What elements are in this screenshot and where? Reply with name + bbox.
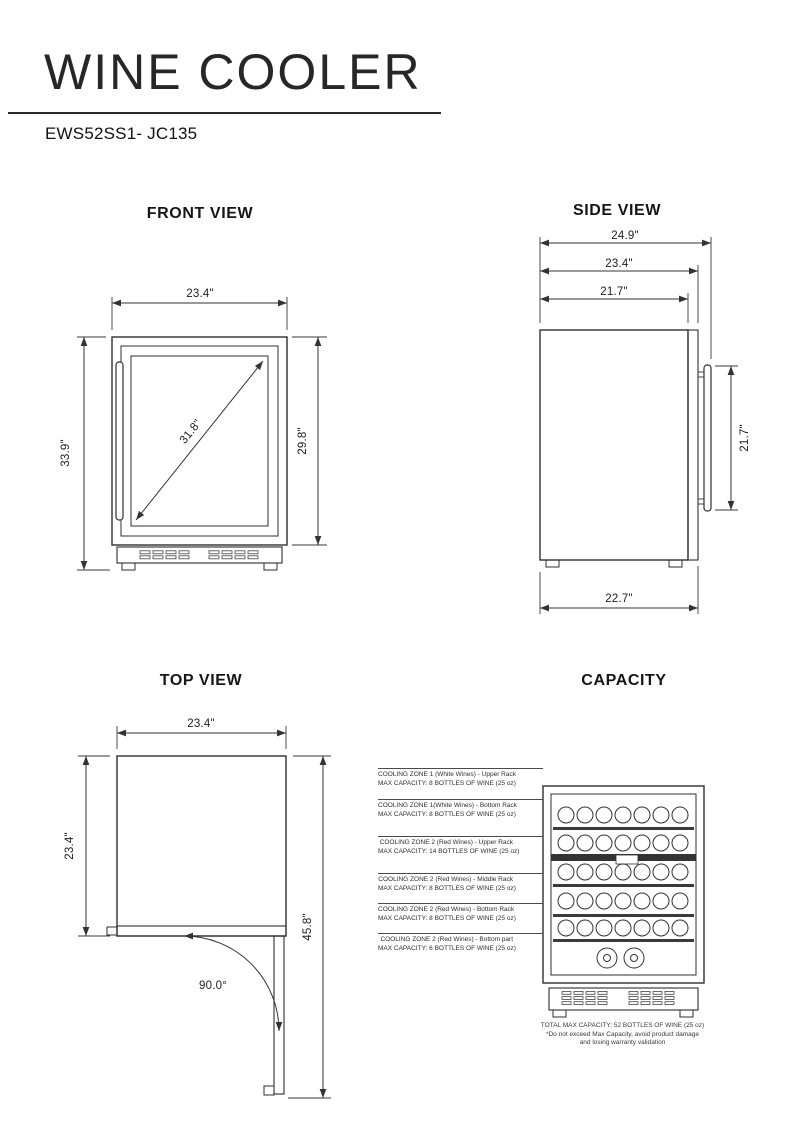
zone-title: COOLING ZONE 1(White Wines) - Bottom Rac… bbox=[378, 802, 518, 809]
page-title: WINE COOLER bbox=[44, 44, 422, 100]
top-door-handle-open bbox=[263, 1085, 275, 1096]
top-door-closed bbox=[116, 925, 287, 937]
zone-capacity: MAX CAPACITY: 14 BOTTLES OF WINE (25 oz) bbox=[378, 847, 520, 855]
top-cabinet bbox=[116, 755, 287, 937]
front-foot-left bbox=[121, 562, 136, 571]
door-angle-label: 90.0° bbox=[199, 980, 227, 992]
side-handle-height-dim-label: 21.7" bbox=[739, 424, 751, 452]
capacity-foot-right bbox=[679, 1009, 694, 1018]
front-foot-right bbox=[263, 562, 278, 571]
capacity-cabinet bbox=[542, 785, 705, 984]
front-cabinet bbox=[111, 336, 288, 546]
side-view-drawing bbox=[539, 237, 738, 614]
zone-capacity: MAX CAPACITY: 8 BOTTLES OF WINE (25 oz) bbox=[378, 884, 516, 892]
capacity-zone2-upper-label: COOLING ZONE 2 (Red Wines) - Upper Rack … bbox=[378, 836, 543, 856]
top-door-open bbox=[273, 935, 285, 1095]
top-extension-lines bbox=[78, 726, 331, 1099]
capacity-zone1-bottom-label: COOLING ZONE 1(White Wines) - Bottom Rac… bbox=[378, 799, 543, 819]
front-height-dim-label: 33.9" bbox=[60, 439, 72, 467]
zone-title: COOLING ZONE 2 (Red Wines) - Upper Rack bbox=[379, 839, 513, 846]
front-door-height-dim-label: 29.8" bbox=[297, 427, 309, 455]
front-extension-lines bbox=[77, 297, 327, 571]
warning-line-1: *Do not exceed Max Capacity, avoid produ… bbox=[545, 1030, 700, 1038]
top-door-handle-closed bbox=[106, 926, 118, 936]
side-depth-body-dim-label: 21.7" bbox=[600, 286, 628, 298]
zone-title: COOLING ZONE 2 (Red Wines) - Bottom part bbox=[380, 936, 513, 943]
capacity-foot-left bbox=[552, 1009, 567, 1018]
capacity-total-note: TOTAL MAX CAPACITY: 52 BOTTLES OF WINE (… bbox=[512, 1022, 733, 1048]
top-door-open-dim-label: 45.8" bbox=[302, 913, 314, 941]
total-capacity-line: TOTAL MAX CAPACITY: 52 BOTTLES OF WINE (… bbox=[540, 1022, 705, 1029]
top-width-dim-label: 23.4" bbox=[187, 718, 215, 730]
front-diagonal-dim-line bbox=[135, 360, 264, 521]
side-depth-bottom-dim-label: 22.7" bbox=[605, 593, 633, 605]
front-glass bbox=[130, 355, 269, 527]
side-foot-left bbox=[545, 559, 560, 568]
zone-capacity: MAX CAPACITY: 8 BOTTLES OF WINE (25 oz) bbox=[378, 914, 516, 922]
side-dimension-lines bbox=[540, 239, 735, 612]
zone-title: COOLING ZONE 1 (White Wines) - Upper Rac… bbox=[378, 771, 516, 778]
capacity-drawing bbox=[542, 785, 705, 1018]
zone-title: COOLING ZONE 2 (Red Wines) - Middle Rack bbox=[378, 876, 513, 883]
side-view-heading: SIDE VIEW bbox=[572, 202, 662, 219]
side-handle-bracket-top bbox=[697, 371, 705, 378]
top-view-heading: TOP VIEW bbox=[159, 672, 243, 689]
front-vent-slats bbox=[139, 550, 259, 560]
capacity-door-frame bbox=[550, 793, 697, 976]
side-door bbox=[687, 329, 699, 561]
warning-line-2: and losing warranty validation bbox=[579, 1039, 666, 1047]
model-number: EWS52SS1- JC135 bbox=[45, 124, 198, 143]
title-underline bbox=[8, 112, 441, 114]
zone-title: COOLING ZONE 2 (Red Wines) - Bottom Rack bbox=[378, 906, 515, 913]
capacity-control-panel bbox=[615, 854, 639, 865]
side-depth-handle-dim-label: 24.9" bbox=[611, 230, 639, 242]
top-dimension-lines bbox=[82, 729, 327, 1098]
zone-capacity: MAX CAPACITY: 8 BOTTLES OF WINE (25 oz) bbox=[378, 779, 516, 787]
top-view-drawing bbox=[78, 726, 331, 1099]
capacity-shelves bbox=[553, 827, 694, 942]
capacity-zone2-bottom-part-label: COOLING ZONE 2 (Red Wines) - Bottom part… bbox=[378, 933, 543, 953]
capacity-vent-slats bbox=[561, 991, 675, 1005]
capacity-zone2-bottom-rack-label: COOLING ZONE 2 (Red Wines) - Bottom Rack… bbox=[378, 903, 543, 923]
side-foot-right bbox=[668, 559, 683, 568]
front-dimension-lines bbox=[80, 299, 322, 570]
capacity-zone2-middle-label: COOLING ZONE 2 (Red Wines) - Middle Rack… bbox=[378, 873, 543, 893]
zone-capacity: MAX CAPACITY: 6 BOTTLES OF WINE (25 oz) bbox=[378, 944, 516, 952]
side-cabinet bbox=[539, 329, 689, 561]
front-base bbox=[116, 546, 283, 564]
side-extension-lines bbox=[539, 237, 738, 614]
zone-capacity: MAX CAPACITY: 8 BOTTLES OF WINE (25 oz) bbox=[378, 810, 516, 818]
side-depth-door-dim-label: 23.4" bbox=[605, 258, 633, 270]
front-view-heading: FRONT VIEW bbox=[146, 205, 254, 222]
top-depth-dim-label: 23.4" bbox=[64, 832, 76, 860]
side-door-handle bbox=[703, 364, 712, 512]
side-handle-bracket-bottom bbox=[697, 498, 705, 505]
front-view-drawing bbox=[77, 297, 327, 571]
front-width-dim-label: 23.4" bbox=[186, 288, 214, 300]
capacity-heading: CAPACITY bbox=[581, 672, 667, 689]
capacity-base bbox=[548, 987, 699, 1011]
front-door-handle bbox=[115, 361, 124, 521]
capacity-zone1-upper-label: COOLING ZONE 1 (White Wines) - Upper Rac… bbox=[378, 768, 543, 788]
wine-bottle-rows bbox=[557, 806, 689, 969]
door-swing-arc bbox=[183, 932, 283, 1032]
